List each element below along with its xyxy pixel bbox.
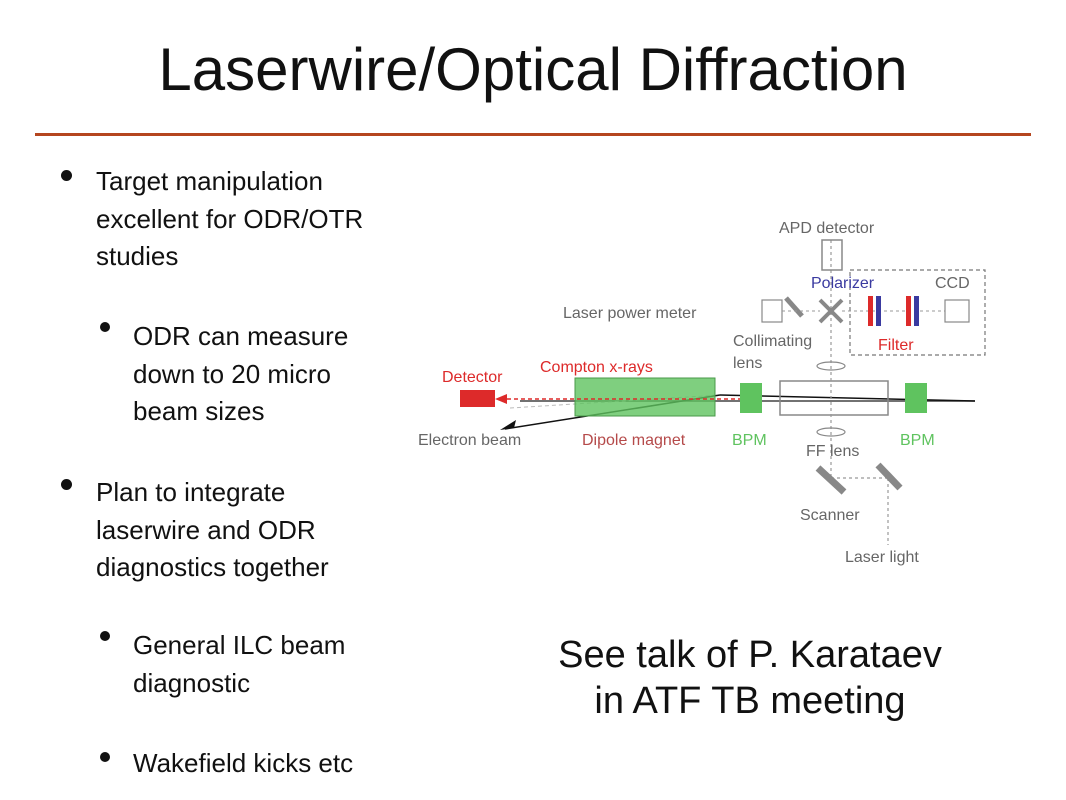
beam-splitter (818, 298, 844, 324)
scanner-label: Scanner (800, 507, 860, 524)
collimating-label: Collimating (733, 333, 812, 350)
polarizer-label: Polarizer (811, 275, 875, 292)
sub-bullet-marker (100, 752, 110, 762)
bullet-marker (61, 479, 72, 490)
title-divider (35, 133, 1031, 136)
bullet-item: Plan to integrate laserwire and ODR diag… (96, 474, 329, 587)
power-meter-mirror (784, 296, 804, 318)
reference-note: See talk of P. Karataev in ATF TB meetin… (515, 632, 985, 724)
ff-lens (816, 427, 846, 437)
laserwire-diagram: APD detector Polarizer CCD Laser power m… (418, 220, 986, 566)
apd-detector (821, 239, 843, 271)
filter-red (906, 296, 911, 326)
sub-bullet-item: General ILC beam diagnostic (133, 627, 345, 702)
detector-label: Detector (442, 369, 503, 386)
ff-lens-label: FF lens (806, 443, 859, 460)
interaction-chamber (779, 380, 889, 416)
dipole-magnet (574, 377, 716, 417)
bullet-item: Target manipulation excellent for ODR/OT… (96, 163, 363, 276)
ccd-label: CCD (935, 275, 970, 292)
electron-beam-label: Electron beam (418, 432, 521, 449)
laser-power-meter (761, 299, 783, 323)
slide-title: Laserwire/Optical Diffraction (158, 36, 908, 103)
sub-bullet-marker (100, 631, 110, 641)
scanner-mirror (815, 465, 847, 495)
note-line: in ATF TB meeting (594, 680, 906, 722)
bullet-line: excellent for ODR/OTR (96, 203, 364, 234)
compton-label: Compton x-rays (540, 359, 653, 376)
bullet-list: Target manipulation excellent for ODR/OT… (0, 0, 440, 800)
sub-bullet-item: Wakefield kicks etc (133, 745, 353, 783)
bullet-line: studies (96, 241, 179, 271)
bullet-line: Plan to integrate (96, 477, 286, 507)
bpm-left-label: BPM (732, 432, 767, 449)
collimating-lens-label: lens (733, 355, 762, 372)
bullet-line: Wakefield kicks etc (133, 748, 354, 778)
bpm-left (740, 383, 762, 413)
electron-beam-line-right (719, 394, 976, 402)
xray-detector (460, 390, 495, 407)
bullet-line: Target manipulation (96, 166, 323, 196)
bullet-line: diagnostic (133, 667, 251, 698)
compton-arrow (495, 394, 507, 404)
bullet-line: down to 20 micro (133, 358, 331, 389)
filter-label: Filter (878, 337, 914, 354)
bullet-line: laserwire and ODR (96, 514, 316, 545)
note-line: See talk of P. Karataev (558, 634, 942, 676)
collimating-lens (816, 361, 846, 371)
bullet-line: General ILC beam (133, 630, 346, 660)
bullet-line: beam sizes (133, 396, 265, 426)
laser-power-meter-label: Laser power meter (563, 305, 697, 322)
sub-bullet-item: ODR can measure down to 20 micro beam si… (133, 318, 348, 431)
polarizer-red (868, 296, 873, 326)
apd-detector-label: APD detector (779, 220, 875, 237)
sub-bullet-marker (100, 322, 110, 332)
bpm-right-label: BPM (900, 432, 935, 449)
bullet-marker (61, 170, 72, 181)
filter-blue (914, 296, 919, 326)
bullet-line: ODR can measure (133, 321, 349, 351)
bpm-right (905, 383, 927, 413)
bullet-line: diagnostics together (96, 552, 329, 582)
ccd-camera (944, 299, 970, 323)
laser-light-label: Laser light (845, 549, 919, 566)
dipole-magnet-label: Dipole magnet (582, 432, 686, 449)
polarizer-ccd-box (849, 269, 986, 356)
scanner-mirror (875, 462, 903, 491)
polarizer-blue (876, 296, 881, 326)
